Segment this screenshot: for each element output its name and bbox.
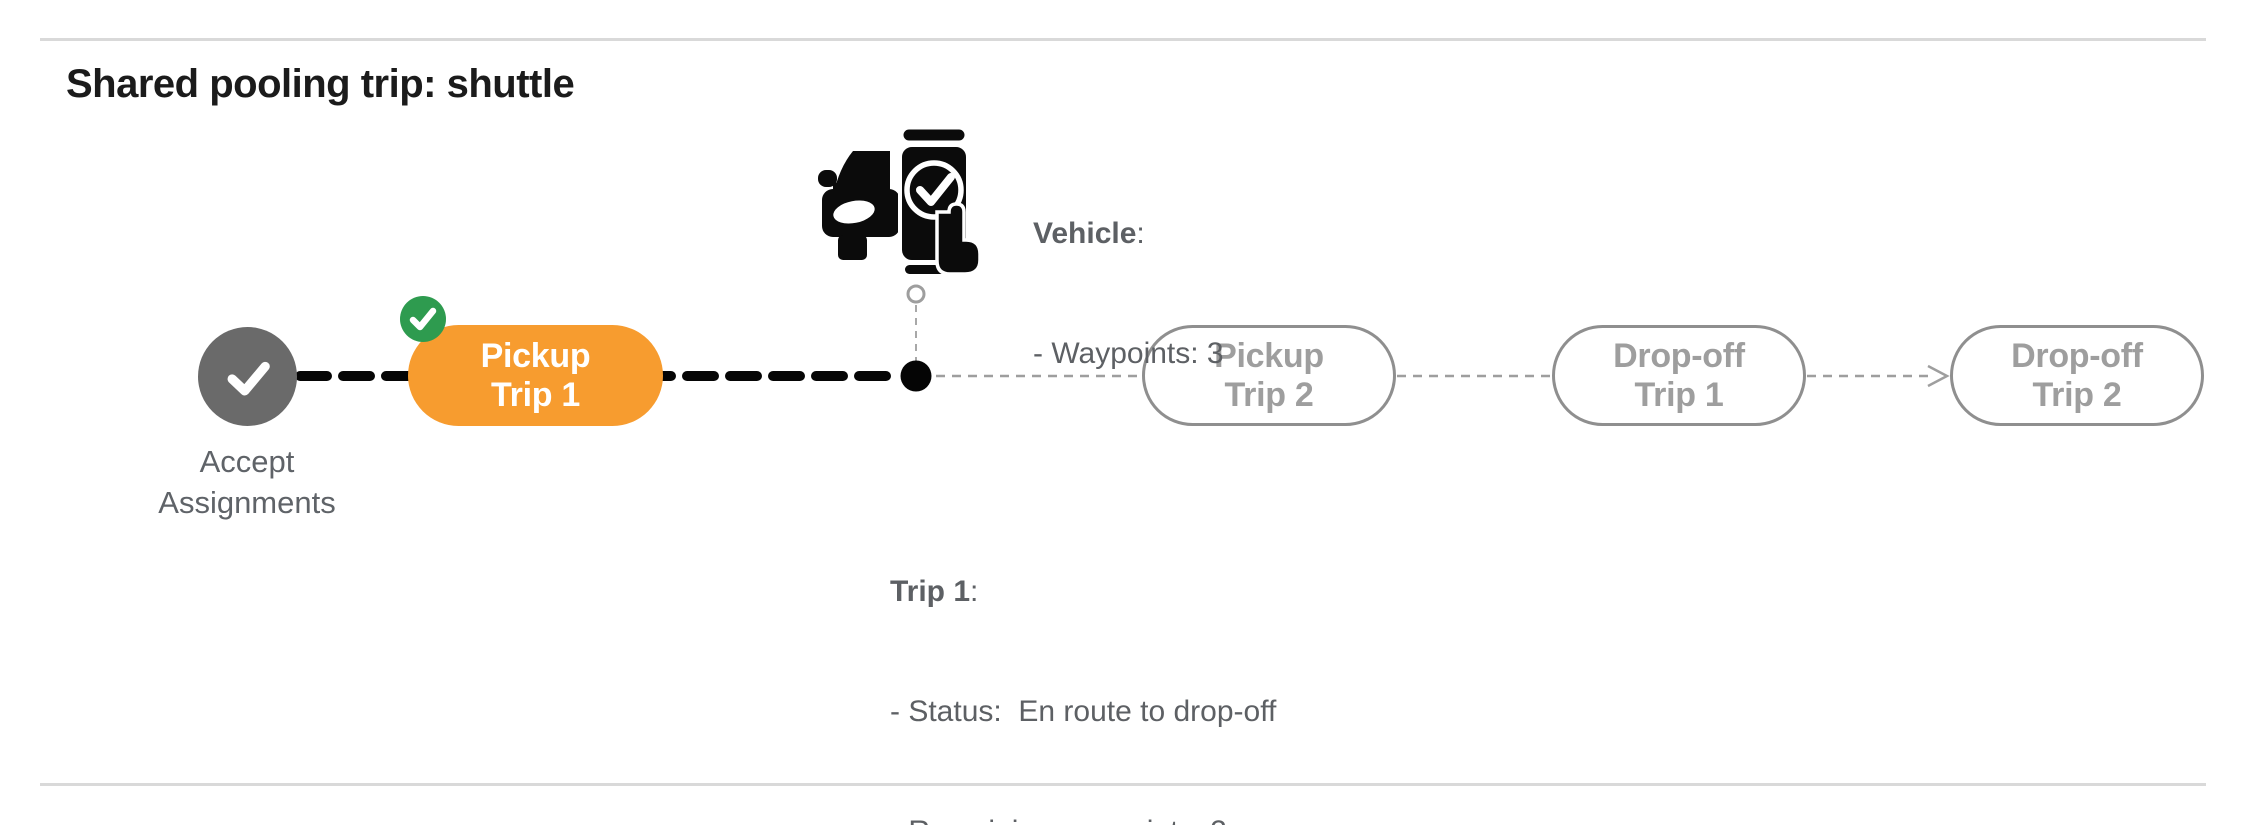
top-divider [40, 38, 2206, 41]
check-icon [409, 307, 437, 331]
trip1-heading: Trip 1: [890, 572, 1276, 612]
arrowhead-icon [1927, 364, 1950, 388]
trip1-heading-colon: : [970, 575, 979, 608]
trip1-heading-label: Trip 1 [890, 575, 971, 608]
page-title: Shared pooling trip: shuttle [66, 62, 575, 106]
check-icon [227, 361, 270, 395]
node-pickup-trip-2-line1: Pickup [1214, 336, 1324, 375]
accept-assignments-label: Accept Assignments [97, 441, 397, 523]
node-pickup-trip-2-line2: Trip 2 [1224, 375, 1314, 414]
accept-assignments-label-line1: Accept [199, 444, 295, 479]
trip1-status-line: - Status: En route to drop-off [890, 695, 1277, 728]
trip1-waypoints-line: - Remaining waypoints: 2 [890, 812, 1276, 825]
node-dropoff-trip-2: Drop-off Trip 2 [1950, 325, 2204, 426]
node-pickup-trip-1: Pickup Trip 1 [408, 325, 663, 426]
node-dropoff-trip-1-line2: Trip 1 [1634, 375, 1724, 414]
bottom-divider [40, 783, 2206, 786]
node-dropoff-trip-1: Drop-off Trip 1 [1552, 325, 1806, 426]
vehicle-waypoints-line: - Waypoints: 3 [1033, 337, 1224, 370]
node-dropoff-trip-1-line1: Drop-off [1613, 336, 1745, 375]
current-position-dot [900, 360, 932, 392]
vehicle-heading-label: Vehicle [1033, 217, 1137, 250]
node-accept-assignments [198, 327, 297, 426]
node-pickup-trip-2: Pickup Trip 2 [1142, 325, 1396, 426]
node-pickup-trip-1-line2: Trip 1 [491, 375, 580, 414]
vehicle-annotation: Vehicle: - Waypoints: 3 [1033, 134, 1224, 454]
completed-badge [400, 296, 446, 342]
vehicle-annotation-heading: Vehicle: [1033, 214, 1224, 254]
node-pickup-trip-1-line1: Pickup [480, 336, 591, 375]
trip-status-annotation: Trip 1: - Status: En route to drop-off -… [890, 492, 1276, 825]
node-dropoff-trip-2-line1: Drop-off [2011, 336, 2143, 375]
vehicle-heading-colon: : [1136, 217, 1145, 250]
vehicle-marker-ring [906, 284, 926, 304]
accept-assignments-label-line2: Assignments [158, 485, 336, 520]
node-dropoff-trip-2-line2: Trip 2 [2032, 375, 2122, 414]
vehicle-phone-check-icon [818, 126, 980, 274]
